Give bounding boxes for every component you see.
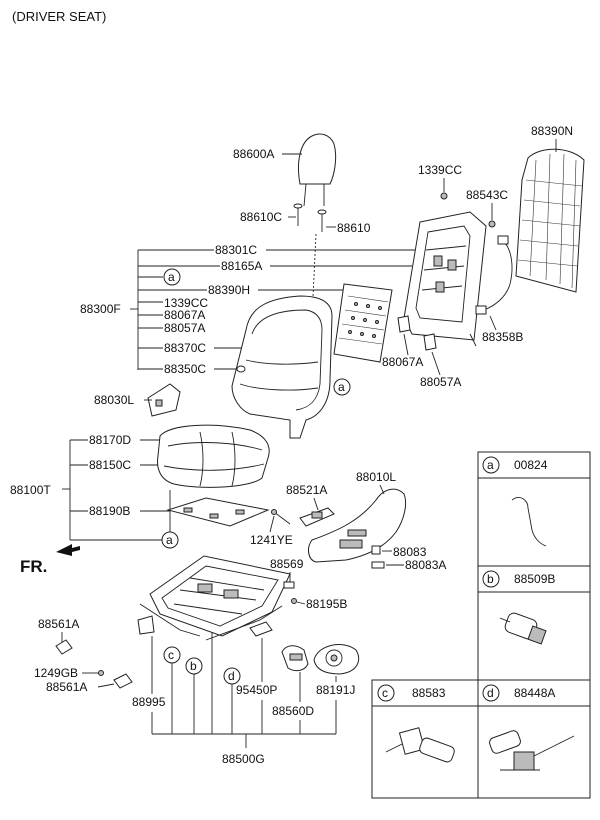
part-label-1241YE: 1241YE xyxy=(250,533,293,547)
part-label-88500G: 88500G xyxy=(222,752,265,766)
legend-c-part: 88583 xyxy=(412,686,446,700)
part-label-88521A: 88521A xyxy=(286,483,327,497)
part-label-88301C: 88301C xyxy=(215,243,257,257)
seat-frame-drawing xyxy=(139,555,291,641)
direction-label: FR. xyxy=(20,557,47,576)
headrest-guide-drawing xyxy=(293,203,327,232)
callout-b-frame: b xyxy=(190,659,197,673)
part-label-88165A: 88165A xyxy=(221,259,262,273)
legend-c-letter: c xyxy=(382,686,388,700)
switch-knobs-small-drawing xyxy=(371,545,385,569)
legend-c-badge xyxy=(377,684,395,702)
cushion-pan-drawing xyxy=(166,497,270,527)
legend-d-badge xyxy=(482,684,500,702)
part-label-88560D: 88560D xyxy=(272,704,314,718)
part-label-1339CC-right: 1339CC xyxy=(418,163,462,177)
part-label-88300F: 88300F xyxy=(80,302,121,316)
callout-d-frame: d xyxy=(228,669,235,683)
part-label-88995: 88995 xyxy=(132,695,166,709)
legend-d-letter: d xyxy=(487,686,494,700)
part-label-88170D: 88170D xyxy=(89,433,131,447)
legend-a-part: 00824 xyxy=(514,458,548,472)
bolt-88569-drawing xyxy=(283,581,295,589)
legend-d-motor-drawing xyxy=(489,730,575,771)
part-label-88600A: 88600A xyxy=(233,147,274,161)
part-label-88390H: 88390H xyxy=(208,283,250,297)
seat-cushion-drawing xyxy=(157,424,270,488)
part-label-88190B: 88190B xyxy=(89,504,130,518)
part-label-88030L: 88030L xyxy=(94,393,134,407)
part-label-1249GB: 1249GB xyxy=(34,666,78,680)
harness-drawing xyxy=(475,235,513,315)
cover-88995-drawing xyxy=(137,615,155,635)
part-label-88370C: 88370C xyxy=(164,341,206,355)
seatback-frame-drawing xyxy=(401,211,487,347)
clip-88561A-lower-drawing xyxy=(113,673,133,689)
legend-a-letter: a xyxy=(487,458,494,472)
part-label-88561A-upper: 88561A xyxy=(38,617,79,631)
legend-b-part: 88509B xyxy=(514,572,555,586)
part-label-88191J: 88191J xyxy=(316,683,355,697)
seatback-cover-drawing xyxy=(231,295,333,439)
back-panel-drawing xyxy=(515,148,585,293)
part-label-88057A-left: 88057A xyxy=(164,321,205,335)
legend-b-badge xyxy=(482,570,500,588)
part-label-88569: 88569 xyxy=(270,557,304,571)
part-label-88610C: 88610C xyxy=(240,210,282,224)
legend-b-motor-drawing xyxy=(499,612,547,645)
headrest-drawing xyxy=(298,133,337,207)
legend-b-letter: b xyxy=(487,572,494,586)
part-label-88610: 88610 xyxy=(337,221,371,235)
motor-88191J-drawing xyxy=(313,644,360,675)
legend-d-part: 88448A xyxy=(514,686,555,700)
forward-arrow-icon xyxy=(56,544,80,556)
part-label-88067A-left: 88067A xyxy=(164,308,205,322)
part-label-88100T: 88100T xyxy=(10,483,51,497)
switch-knob-drawing xyxy=(299,507,335,527)
recliner-clips-drawing xyxy=(397,315,437,351)
part-label-95450P: 95450P xyxy=(236,683,277,697)
side-cover-small-drawing xyxy=(147,383,181,417)
part-label-88150C: 88150C xyxy=(89,458,131,472)
part-label-88010L: 88010L xyxy=(356,470,396,484)
diagram-title: (DRIVER SEAT) xyxy=(12,9,106,24)
clip-88561A-upper-drawing xyxy=(55,639,73,655)
callout-a-cushion: a xyxy=(166,533,173,547)
part-label-88057A-right: 88057A xyxy=(420,375,461,389)
callout-c-frame: c xyxy=(168,648,174,662)
side-shield-drawing xyxy=(308,488,407,563)
part-label-88561A-lower: 88561A xyxy=(46,680,87,694)
legend-table xyxy=(371,451,591,799)
part-label-88358B: 88358B xyxy=(482,330,523,344)
part-label-88083: 88083 xyxy=(393,545,427,559)
part-label-88350C: 88350C xyxy=(164,362,206,376)
part-label-1339CC-left: 1339CC xyxy=(164,296,208,310)
part-label-88067A-right: 88067A xyxy=(382,355,423,369)
callout-a-seatback: a xyxy=(168,270,175,284)
part-label-88195B: 88195B xyxy=(306,597,347,611)
callout-a-cover: a xyxy=(338,380,345,394)
part-label-88390N: 88390N xyxy=(531,124,573,138)
legend-a-wire-clip-drawing xyxy=(511,497,547,547)
part-label-88543C: 88543C xyxy=(466,188,508,202)
legend-a-badge xyxy=(482,456,500,474)
module-95450P-drawing xyxy=(249,621,273,637)
part-label-88083A: 88083A xyxy=(405,558,446,572)
legend-c-motor-drawing xyxy=(385,727,455,763)
lumbar-pad-drawing xyxy=(333,283,393,363)
handle-88560D-drawing xyxy=(281,645,309,672)
